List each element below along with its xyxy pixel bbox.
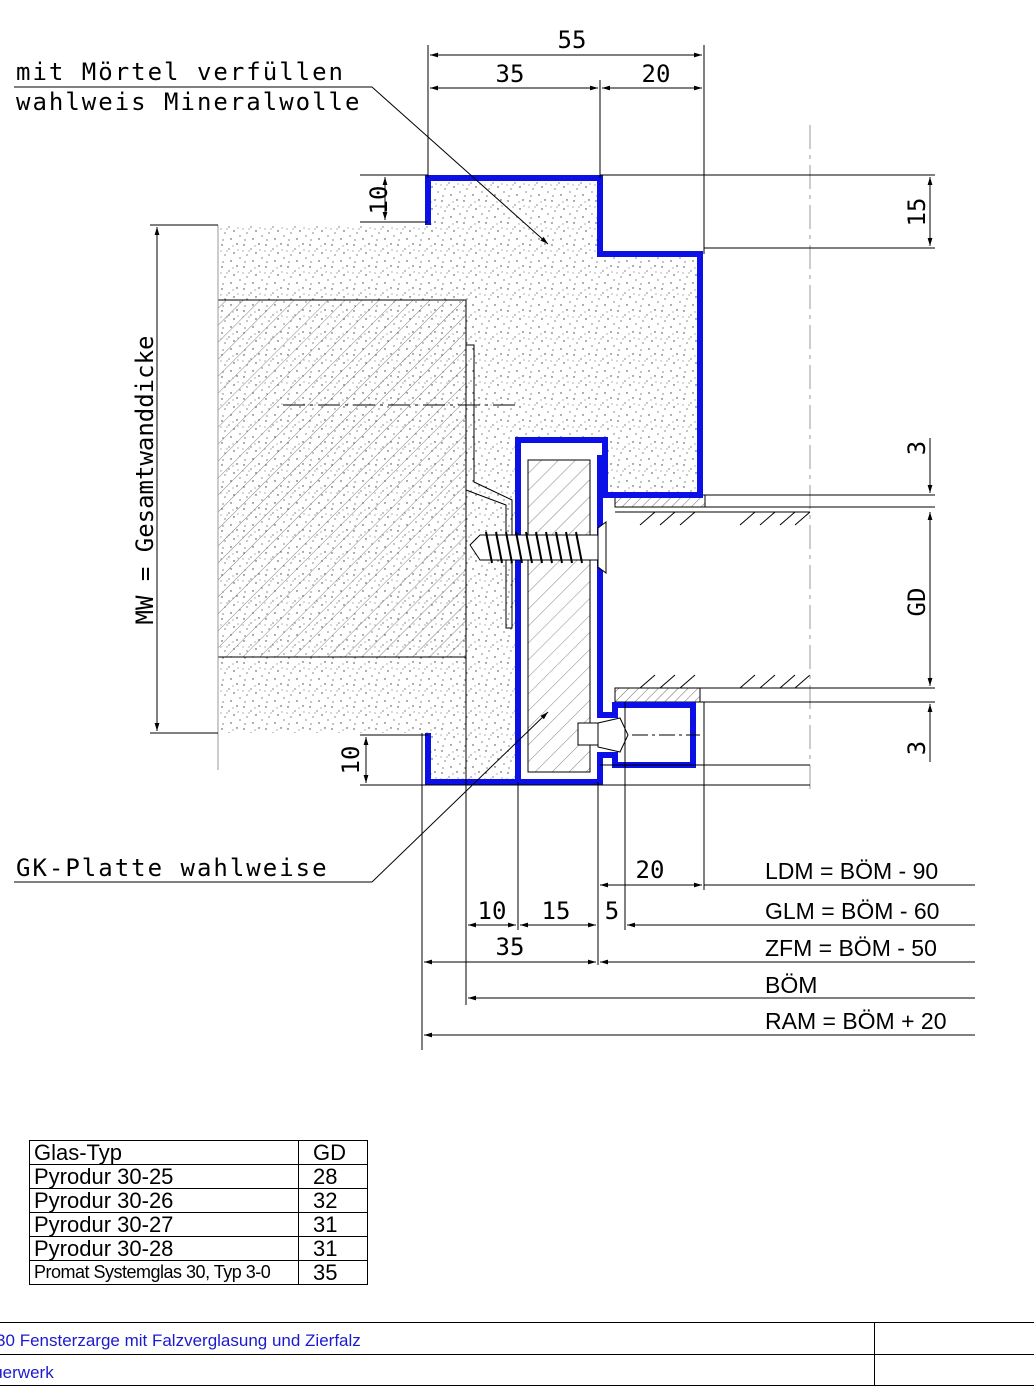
dim-gd: GD bbox=[903, 588, 931, 617]
dim-top-20: 20 bbox=[642, 60, 671, 88]
glass-type-cell: Pyrodur 30-26 bbox=[29, 1188, 299, 1213]
gd-cell: 32 bbox=[298, 1188, 368, 1213]
dim-glass-top-3: 3 bbox=[903, 441, 931, 455]
formula-ldm: LDM = BÖM - 90 bbox=[765, 858, 938, 884]
table-row: Pyrodur 30-25 28 bbox=[29, 1164, 368, 1189]
label-gk-board: GK-Platte wahlweise bbox=[16, 854, 329, 882]
label-mineral-wool: wahlweis Mineralwolle bbox=[16, 88, 361, 116]
glass-type-cell: Pyrodur 30-25 bbox=[29, 1164, 299, 1189]
anchor-strip bbox=[465, 344, 513, 629]
leader-lines bbox=[14, 86, 549, 883]
glass-seal-bars bbox=[614, 494, 811, 703]
table-row: Pyrodur 30-28 31 bbox=[29, 1236, 368, 1261]
title-line-2: lauerwerk bbox=[0, 1363, 54, 1382]
title-row: lauerwerk bbox=[0, 1354, 1034, 1386]
dim-glass-bottom-3: 3 bbox=[903, 741, 931, 755]
section-drawing: 55 35 20 10 15 3 GD 3 10 MW = Gesamtwand… bbox=[14, 26, 975, 1050]
gd-cell: 31 bbox=[298, 1236, 368, 1261]
dim-bottom-5: 5 bbox=[605, 897, 619, 925]
gd-cell: 35 bbox=[298, 1260, 368, 1285]
formula-ram: RAM = BÖM + 20 bbox=[765, 1008, 947, 1034]
title-divider bbox=[874, 1355, 875, 1385]
dim-top-35: 35 bbox=[496, 60, 525, 88]
dim-wall-thickness: MW = Gesamtwanddicke bbox=[131, 336, 159, 625]
dim-top-10: 10 bbox=[365, 186, 393, 215]
title-row: S 30 Fensterzarge mit Falzverglasung und… bbox=[0, 1322, 1034, 1354]
screw bbox=[469, 521, 607, 574]
table-row: Pyrodur 30-26 32 bbox=[29, 1188, 368, 1213]
table-row: Pyrodur 30-27 31 bbox=[29, 1212, 368, 1237]
dim-total-55: 55 bbox=[558, 26, 587, 54]
dim-top-15: 15 bbox=[903, 198, 931, 227]
gd-cell: 31 bbox=[298, 1212, 368, 1237]
glass-table-header: Glas-Typ GD bbox=[29, 1140, 368, 1165]
dim-bottom-10b: 10 bbox=[478, 897, 507, 925]
formula-boem: BÖM bbox=[765, 972, 817, 998]
title-line-1: S 30 Fensterzarge mit Falzverglasung und… bbox=[0, 1331, 361, 1350]
label-mortar: mit Mörtel verfüllen bbox=[16, 58, 345, 86]
title-divider bbox=[874, 1323, 875, 1354]
dimension-lines bbox=[154, 52, 975, 1038]
glass-type-cell: Promat Systemglas 30, Typ 3-0 bbox=[29, 1260, 299, 1285]
title-block: S 30 Fensterzarge mit Falzverglasung und… bbox=[0, 1322, 1034, 1386]
dim-bottom-35: 35 bbox=[496, 933, 525, 961]
masonry-wall bbox=[217, 225, 515, 770]
reference-lines bbox=[150, 45, 935, 1050]
gd-cell: 28 bbox=[298, 1164, 368, 1189]
dim-bottom-10: 10 bbox=[337, 746, 365, 775]
glass-type-cell: Pyrodur 30-27 bbox=[29, 1212, 299, 1237]
glass-type-cell: Pyrodur 30-28 bbox=[29, 1236, 299, 1261]
formula-glm: GLM = BÖM - 60 bbox=[765, 898, 939, 924]
dim-bottom-15: 15 bbox=[542, 897, 571, 925]
gk-board bbox=[527, 459, 591, 773]
dim-bottom-20: 20 bbox=[636, 856, 665, 884]
header-glass-type: Glas-Typ bbox=[29, 1140, 299, 1165]
formula-zfm: ZFM = BÖM - 50 bbox=[765, 935, 937, 961]
header-gd: GD bbox=[298, 1140, 368, 1165]
table-row: Promat Systemglas 30, Typ 3-0 35 bbox=[29, 1260, 368, 1285]
glazing-clip bbox=[577, 717, 700, 753]
glass-type-table: Glas-Typ GD Pyrodur 30-25 28 Pyrodur 30-… bbox=[29, 1140, 368, 1285]
